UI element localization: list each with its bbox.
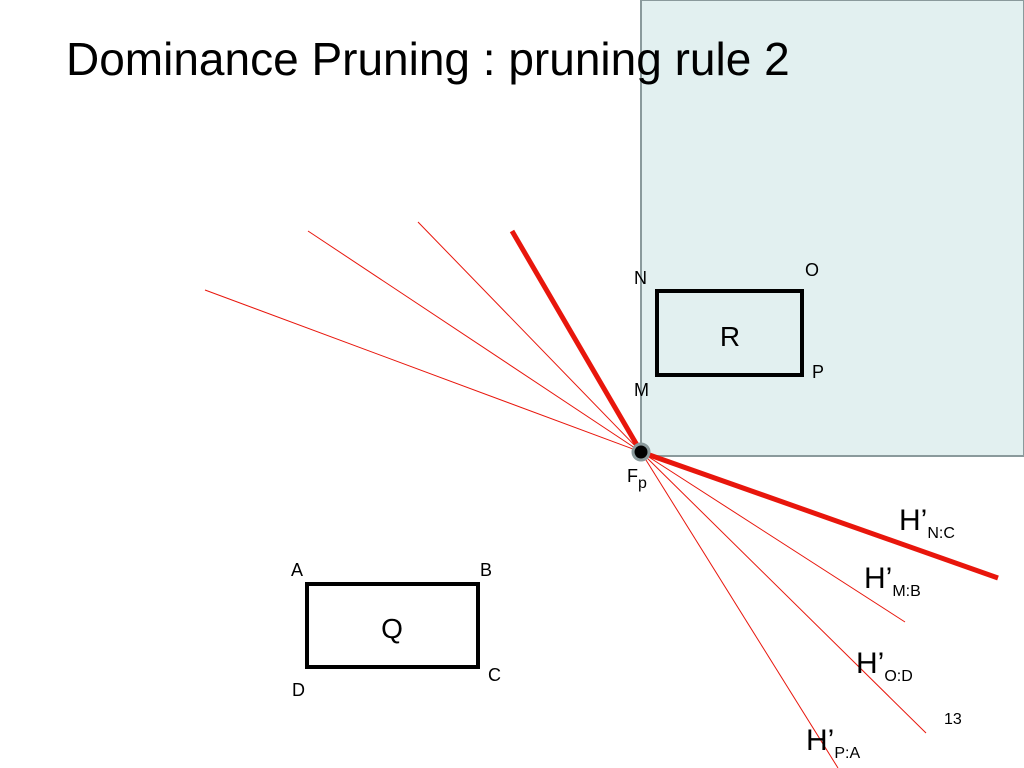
corner-label-p: P (812, 362, 824, 382)
rect-r (655, 289, 804, 377)
corner-label-a: A (291, 560, 303, 580)
slide-title: Dominance Pruning : pruning rule 2 (66, 33, 790, 85)
focal-point-label: Fp (627, 466, 647, 492)
focal-point-main: F (627, 466, 638, 486)
line-upper-left-2 (307, 230, 642, 453)
line-o-d (640, 451, 927, 734)
rect-r-label: R (720, 321, 740, 352)
hyperplane-label-p-a-sub: P:A (834, 745, 860, 762)
hyperplane-label-m-b-sub: M:B (892, 583, 920, 600)
rect-q (305, 582, 480, 669)
hyperplane-label-o-d: H’O:D (856, 647, 913, 685)
hyperplane-label-n-c: H’N:C (899, 504, 955, 542)
line-upper-left-3 (417, 221, 642, 453)
line-upper-left-1 (204, 289, 642, 453)
dominance-region (640, 0, 1024, 457)
corner-label-c: C (488, 665, 501, 685)
page-number: 13 (944, 711, 962, 728)
hyperplane-label-n-c-main: H’ (899, 504, 927, 537)
hyperplane-label-p-a-main: H’ (806, 724, 834, 757)
line-n-c-lower (640, 449, 999, 581)
corner-label-b: B (480, 560, 492, 580)
focal-point-sub: p (638, 475, 647, 492)
hyperplane-label-o-d-main: H’ (856, 647, 884, 680)
line-n-c-upper (509, 229, 644, 454)
line-p-a (640, 451, 839, 768)
hyperplane-label-m-b-main: H’ (864, 562, 892, 595)
focal-point (631, 442, 651, 462)
rect-q-label: Q (381, 613, 403, 644)
thin-lines (204, 221, 927, 768)
corner-label-o: O (805, 260, 819, 280)
corner-label-m: M (634, 380, 649, 400)
thick-lines (509, 229, 999, 581)
hyperplane-label-m-b: H’M:B (864, 562, 921, 600)
hyperplane-label-p-a: H’P:A (806, 724, 860, 762)
hyperplane-label-n-c-sub: N:C (927, 525, 955, 542)
corner-label-d: D (292, 680, 305, 700)
corner-label-n: N (634, 268, 647, 288)
hyperplane-label-o-d-sub: O:D (884, 668, 912, 685)
line-m-b (640, 451, 906, 623)
